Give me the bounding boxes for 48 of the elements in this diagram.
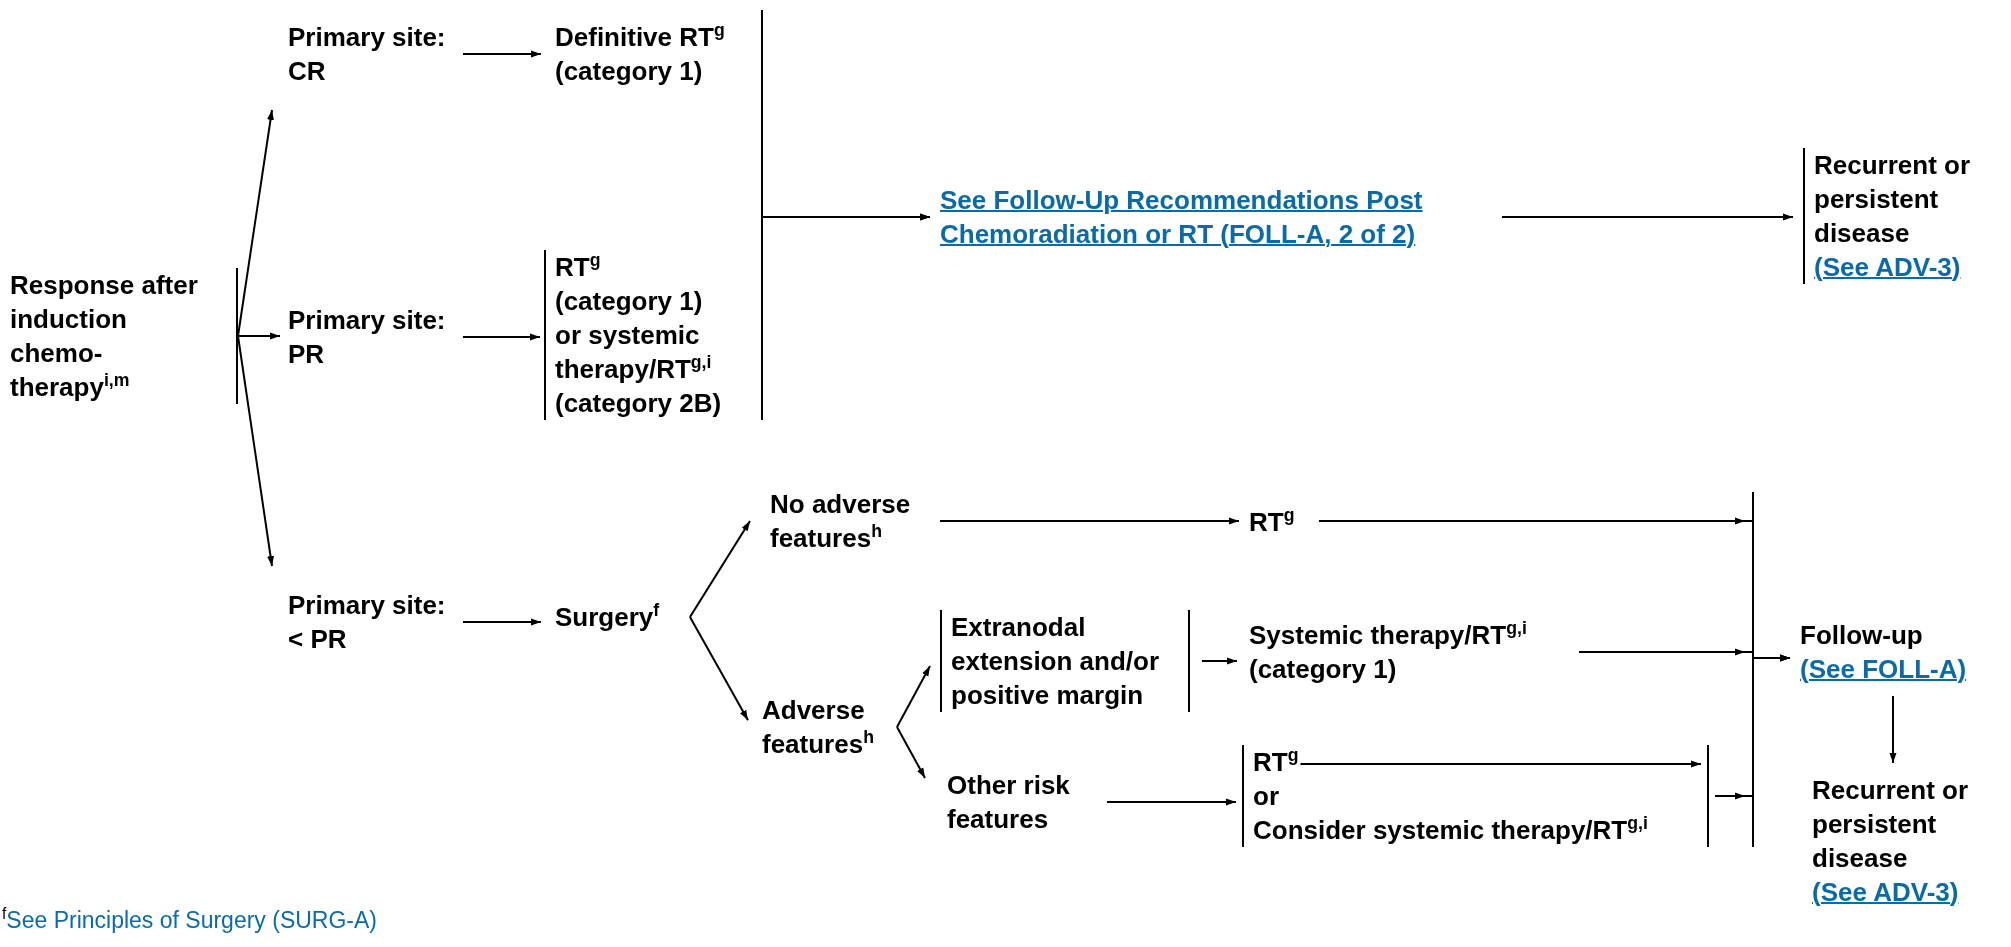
arrow: [1889, 695, 1897, 764]
bracketed-box: [940, 610, 1190, 712]
arrow: [1501, 213, 1794, 221]
arrow: [939, 517, 1240, 525]
step-text: Recurrent or persistent disease: [1812, 774, 1970, 875]
step-text: (category 1): [1249, 653, 1398, 686]
step-text: or systemic therapy/RT$^{g,i}$: [555, 319, 713, 386]
step-text: Other risk features: [947, 769, 1071, 836]
step-text: Primary site: PR: [288, 304, 447, 371]
step-text: Response after induction chemo-therapy$^{i,m}$: [10, 269, 199, 404]
step-text: or: [1253, 780, 1280, 813]
footnote: $^{f}$See Principles of Surgery (SURG-A): [2, 906, 378, 934]
arrow: [237, 335, 274, 567]
step-text: Primary site: < PR: [288, 589, 447, 656]
step-text: (category 2B): [555, 387, 723, 420]
link: (See ADV-3): [1814, 252, 1961, 282]
step-text: Extranodal extension and/or positive margin: [951, 611, 1161, 712]
step-text: Systemic therapy/RT$^{g,i}$: [1249, 618, 1528, 652]
arrow: [462, 618, 542, 626]
arrow: [237, 109, 274, 337]
link: See Follow-Up Recommendations Post Chemoradiation or RT (FOLL-A, 2 of 2): [940, 185, 1423, 249]
step-text: No adverse features$^{h}$: [770, 488, 912, 555]
step-text: Follow-up: [1800, 619, 1924, 652]
step-text: Surgery$^{f}$: [555, 600, 661, 634]
step-text: RT$^{g}$: [1249, 505, 1296, 539]
step-text: (category 1): [555, 285, 704, 318]
arrow: [1714, 654, 1791, 800]
arrow: [462, 50, 542, 58]
step-text: Recurrent or persistent disease: [1814, 149, 1972, 250]
step-text: Primary site: CR: [288, 21, 447, 88]
link: (See FOLL-A): [1800, 654, 1967, 684]
step-text: RT$^{g}$: [1253, 745, 1299, 779]
arrow: [689, 616, 749, 722]
arrow: [896, 665, 931, 728]
arrow: [1201, 657, 1238, 665]
link: (See ADV-3): [1812, 877, 1959, 907]
step-text: RT$^{g}$: [555, 250, 602, 284]
step-text: Adverse features$^{h}$: [762, 694, 875, 761]
bracketed-box: [1242, 745, 1709, 847]
arrow: [761, 213, 931, 336]
arrow: [237, 332, 281, 340]
arrow: [462, 333, 541, 341]
arrow: [689, 520, 751, 618]
step-text: Definitive RT$^{g}$ (category 1): [555, 20, 726, 88]
arrow: [896, 726, 926, 779]
arrow: [1106, 798, 1237, 806]
bracketed-box: [10, 268, 238, 404]
step-text: Consider systemic therapy/RT$^{g,i}$: [1253, 813, 1649, 847]
